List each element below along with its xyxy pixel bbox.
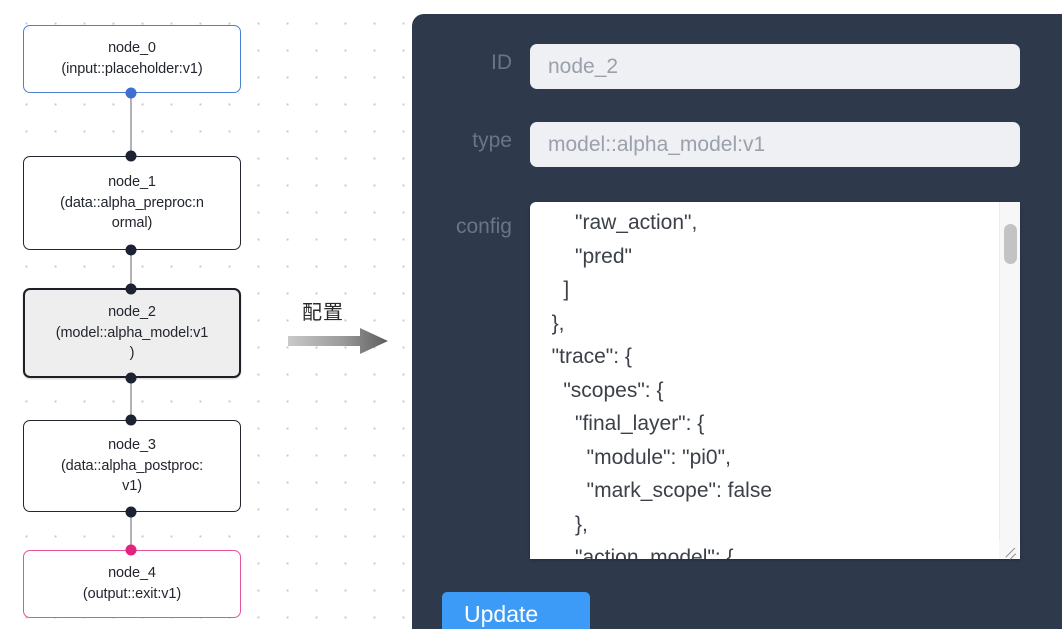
graph-node-node_2[interactable]: node_2 (model::alpha_model:v1 ) — [23, 288, 241, 378]
id-input[interactable] — [530, 44, 1020, 89]
type-input[interactable] — [530, 122, 1020, 167]
graph-node-node_1[interactable]: node_1 (data::alpha_preproc:n ormal) — [23, 156, 241, 250]
graph-node-label: node_3 (data::alpha_postproc: v1) — [60, 437, 204, 495]
config-textarea[interactable]: "raw_action", "pred" ] }, "trace": { "sc… — [530, 202, 1020, 559]
id-field-row: ID — [430, 44, 1020, 89]
update-button[interactable]: Update — [442, 592, 590, 629]
node_0-source-handle[interactable] — [125, 87, 137, 99]
type-field-label: type — [472, 129, 512, 152]
graph-node-label: node_0 (input::placeholder:v1) — [61, 40, 203, 77]
config-scrollbar[interactable] — [999, 202, 1020, 542]
id-field-label: ID — [491, 51, 512, 74]
config-scrollbar-thumb[interactable] — [1004, 224, 1017, 264]
graph-node-label: node_2 (model::alpha_model:v1 ) — [55, 304, 209, 362]
node_3-target-handle[interactable] — [125, 414, 137, 426]
config-editor: "raw_action", "pred" ] }, "trace": { "sc… — [530, 202, 1020, 559]
node_1-source-handle[interactable] — [125, 244, 137, 256]
edge-node1-node2 — [130, 250, 132, 288]
graph-node-label: node_1 (data::alpha_preproc:n ormal) — [60, 174, 204, 232]
annotation-label: 配置 — [302, 300, 344, 324]
graph-node-label: node_4 (output::exit:v1) — [82, 565, 182, 602]
node_1-target-handle[interactable] — [125, 150, 137, 162]
config-field-label: config — [455, 215, 512, 238]
config-field-row: config "raw_action", "pred" ] }, "trace"… — [430, 202, 1020, 559]
configure-annotation: 配置 — [288, 296, 400, 358]
type-field-row: type — [430, 122, 1020, 167]
node_2-target-handle[interactable] — [125, 283, 137, 295]
graph-node-node_3[interactable]: node_3 (data::alpha_postproc: v1) — [23, 420, 241, 512]
right-arrow-icon — [288, 328, 388, 354]
node_2-source-handle[interactable] — [125, 372, 137, 384]
resize-grip-icon[interactable] — [999, 540, 1019, 558]
edge-node0-node1 — [130, 93, 132, 155]
graph-node-node_4[interactable]: node_4 (output::exit:v1) — [23, 550, 241, 618]
graph-node-node_0[interactable]: node_0 (input::placeholder:v1) — [23, 25, 241, 93]
node_4-target-handle[interactable] — [125, 544, 137, 556]
node_3-source-handle[interactable] — [125, 506, 137, 518]
node-config-panel: ID type config "raw_action", "pred" ] },… — [412, 14, 1062, 629]
edge-node2-node3 — [130, 378, 132, 420]
edge-node3-node4 — [130, 512, 132, 550]
